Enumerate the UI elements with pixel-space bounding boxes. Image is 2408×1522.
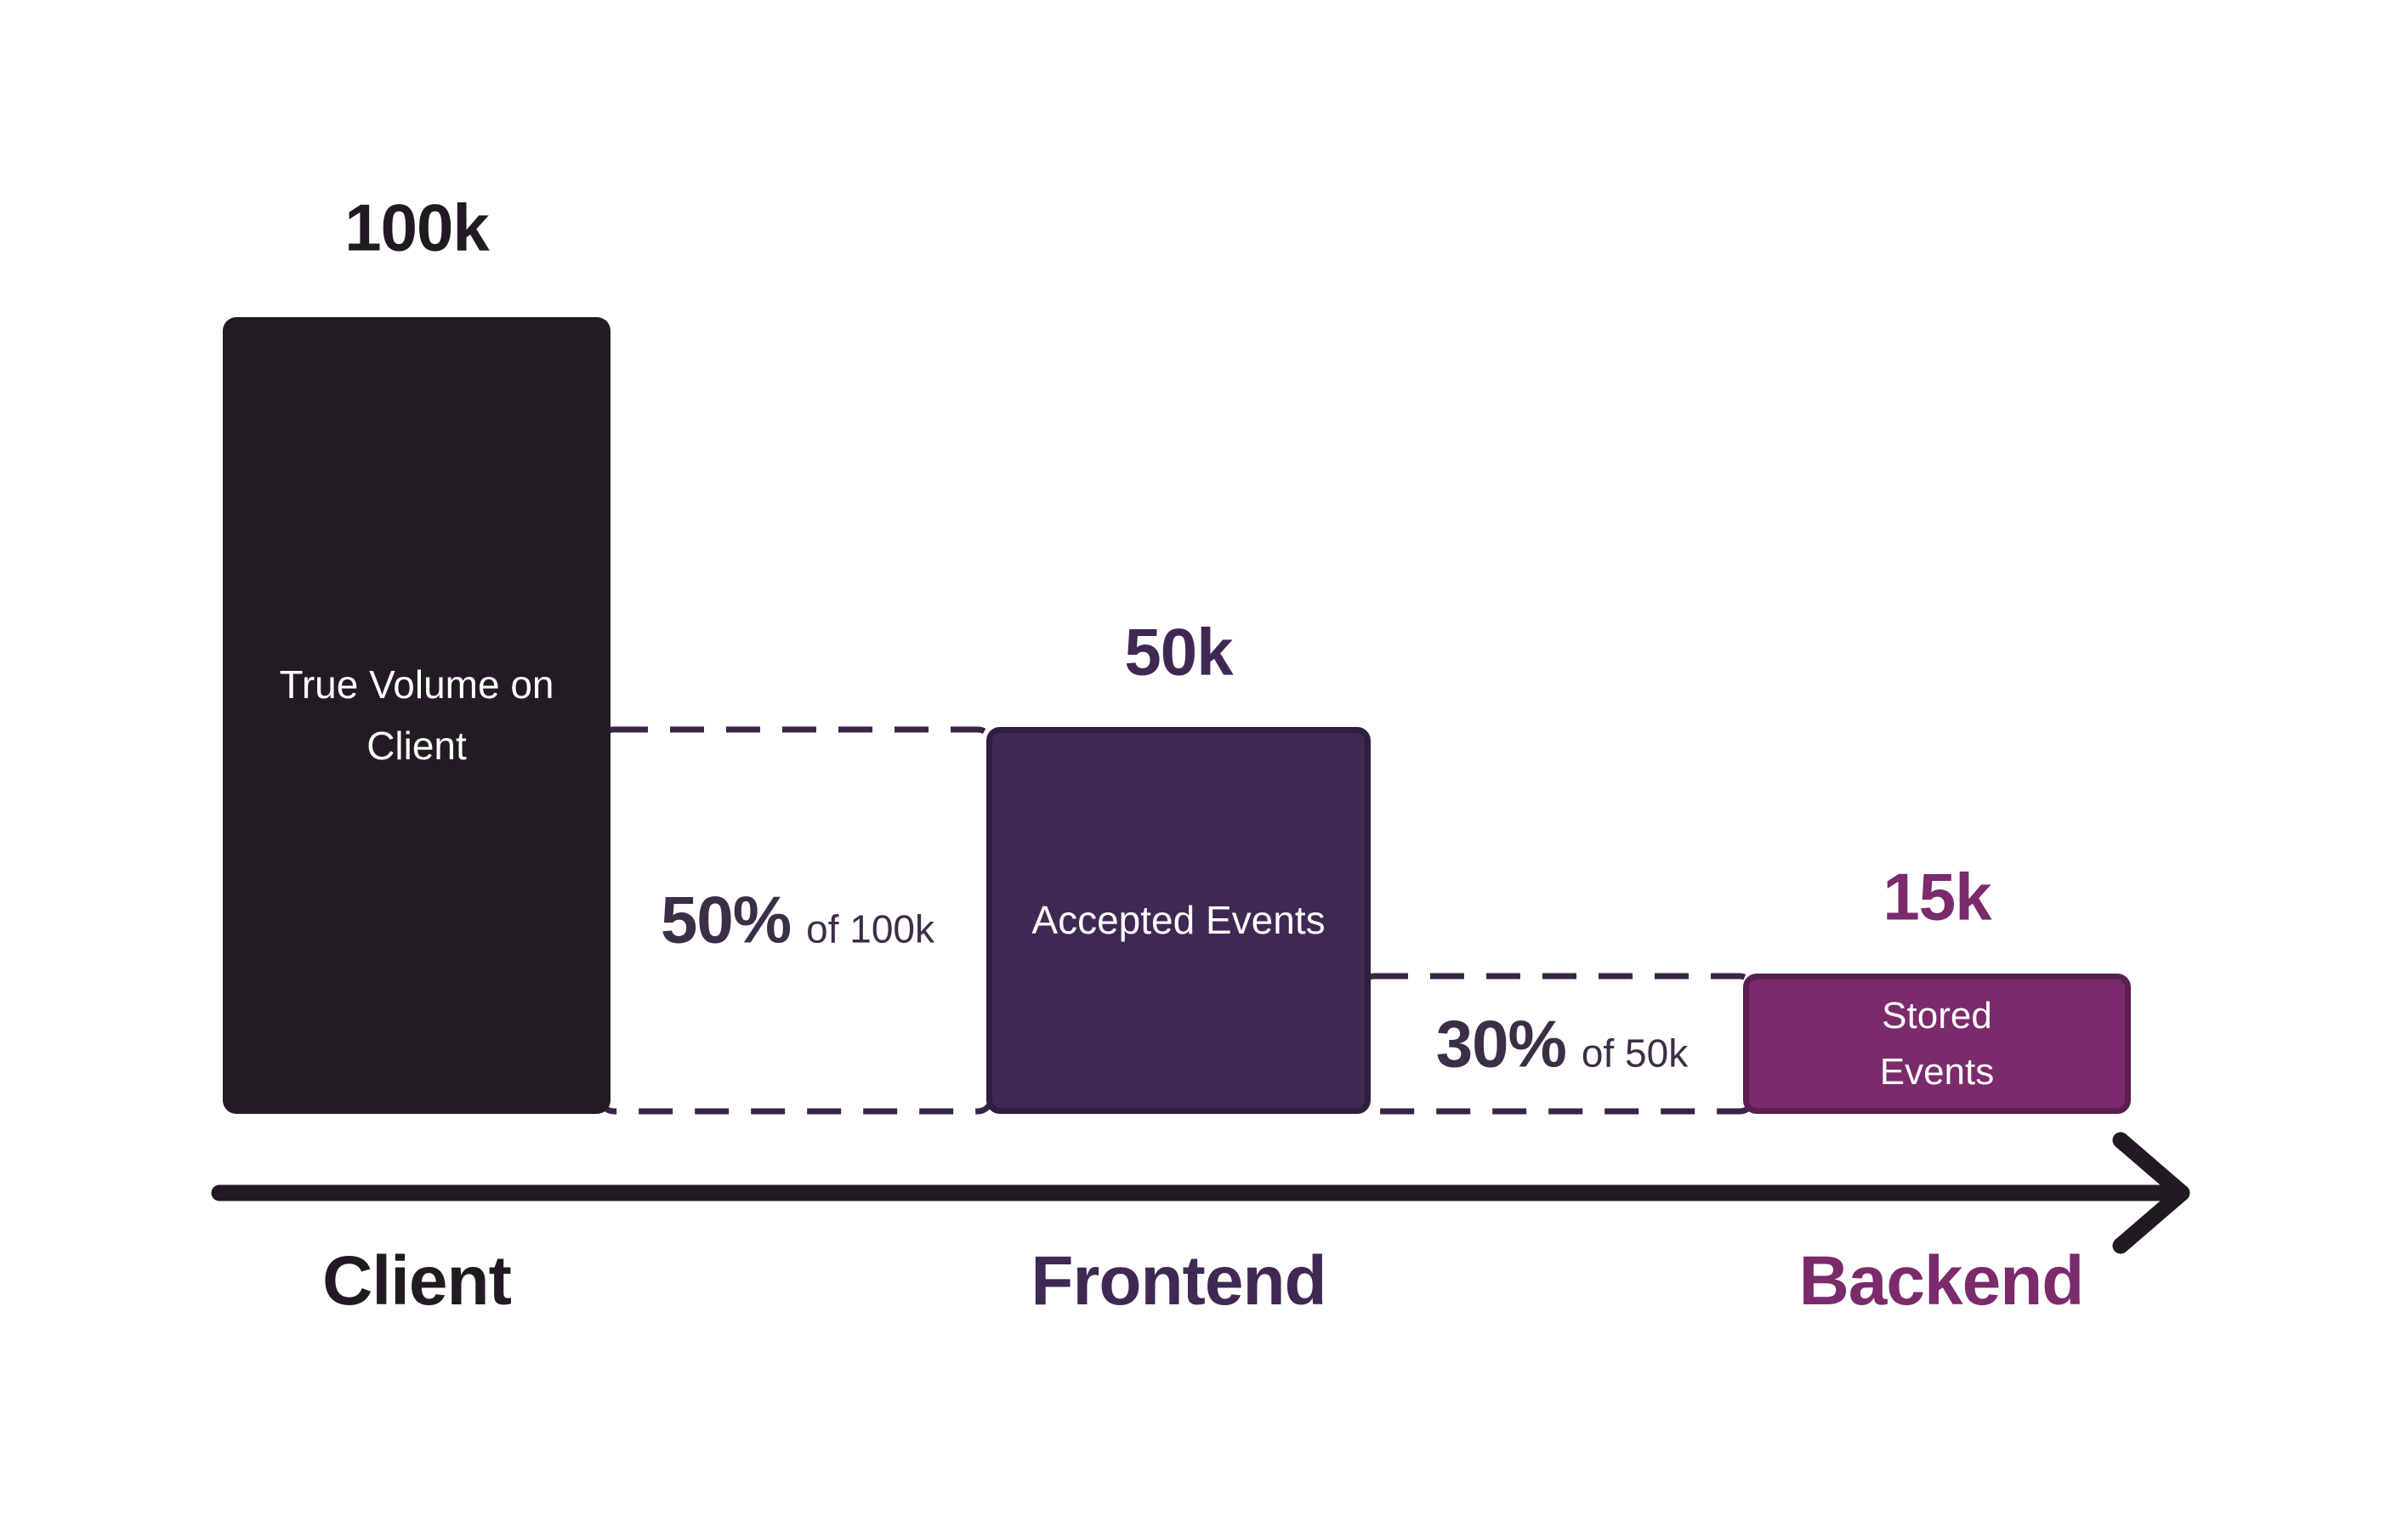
x-axis-arrowhead-icon (2112, 1132, 2190, 1254)
bar-stored-events: Stored Events (1743, 974, 2131, 1114)
axis-label-backend: Backend (1798, 1242, 2085, 1320)
value-label-client: 100k (344, 190, 490, 265)
dropoff-annotation-frontend: 50% of 100k (661, 882, 934, 959)
value-label-frontend: 50k (1124, 614, 1233, 690)
dropoff-basis-backend: of 50k (1581, 1031, 1689, 1076)
dropoff-basis-frontend: of 100k (806, 906, 935, 951)
axis-label-frontend: Frontend (1031, 1242, 1326, 1320)
dropoff-annotation-backend: 30% of 50k (1436, 1006, 1688, 1083)
dropoff-percent-frontend: 50% (660, 882, 792, 957)
bar-true-volume-on-client: True Volume on Client (223, 317, 611, 1114)
axis-label-client: Client (322, 1242, 512, 1320)
bar-accepted-events-label: Accepted Events (1031, 897, 1326, 942)
bar-accepted-events: Accepted Events (986, 727, 1371, 1114)
dropoff-percent-backend: 30% (1435, 1006, 1567, 1082)
value-label-backend: 15k (1883, 859, 1991, 934)
bar-stored-events-label: Stored Events (1879, 994, 1995, 1093)
bar-true-volume-label: True Volume on Client (279, 662, 554, 768)
